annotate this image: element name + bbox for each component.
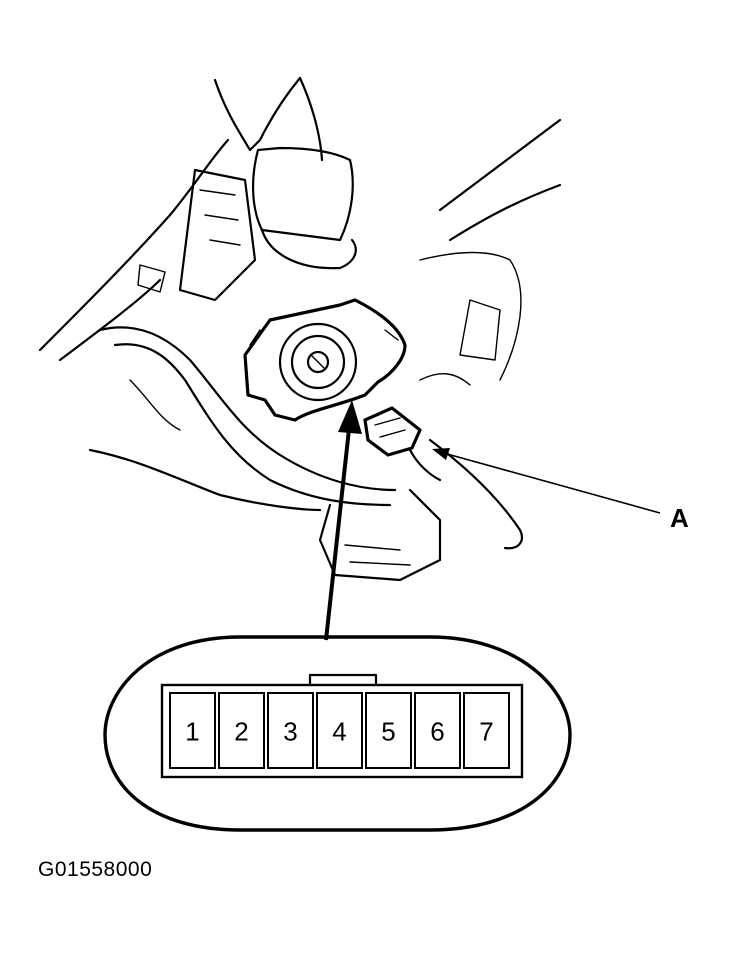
pin-cavity-4 (316, 692, 363, 769)
view-arrow (324, 400, 362, 641)
pin-cavity-3 (267, 692, 314, 769)
pin-label-5: 5 (381, 717, 395, 747)
terminal-view-outline (103, 635, 572, 832)
connector-terminal-view: 1 2 3 4 5 6 7 (103, 635, 572, 832)
pin-label-3: 3 (283, 717, 297, 747)
callout-a-label: A (670, 503, 689, 533)
pin-label-1: 1 (185, 717, 199, 747)
pin-cavity-2 (218, 692, 265, 769)
pin-cavities: 1 2 3 4 5 6 7 (169, 692, 510, 769)
pin-cavity-1 (169, 692, 216, 769)
pin-label-6: 6 (430, 717, 444, 747)
pin-label-7: 7 (479, 717, 493, 747)
ignition-switch (243, 298, 407, 422)
callout-a-leader (432, 448, 661, 514)
pin-cavity-5 (365, 692, 412, 769)
steering-column-assembly (38, 76, 562, 582)
pin-label-4: 4 (332, 717, 346, 747)
figure-code: G01558000 (38, 858, 153, 881)
pin-cavity-7 (463, 692, 510, 769)
pin-cavity-6 (414, 692, 461, 769)
pin-label-2: 2 (234, 717, 248, 747)
connector-a (363, 406, 442, 482)
